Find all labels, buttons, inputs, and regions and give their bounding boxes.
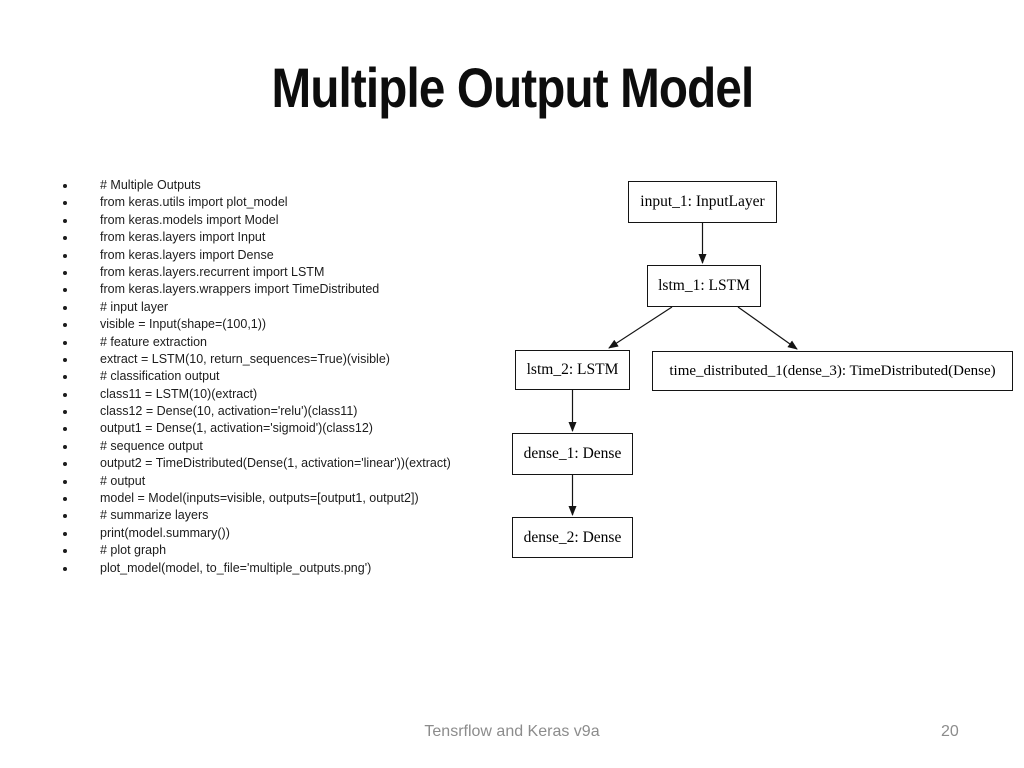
- bullet-icon: [63, 201, 67, 206]
- bullet-icon: [63, 288, 67, 293]
- diagram-node-lstm1: lstm_1: LSTM: [647, 265, 761, 307]
- bullet-icon: [63, 323, 67, 328]
- code-line: from keras.layers import Dense: [63, 247, 451, 264]
- code-line: from keras.models import Model: [63, 212, 451, 229]
- bullet-icon: [63, 184, 67, 188]
- code-line: visible = Input(shape=(100,1)): [63, 316, 451, 333]
- code-line: extract = LSTM(10, return_sequences=True…: [63, 351, 451, 368]
- bullet-icon: [63, 462, 67, 467]
- bullet-icon: [63, 357, 67, 362]
- code-line: # input layer: [63, 299, 451, 316]
- diagram-node-lstm2: lstm_2: LSTM: [515, 350, 630, 390]
- page-title-text: Multiple Output Model: [271, 55, 754, 119]
- diagram-node-dense2: dense_2: Dense: [512, 517, 633, 558]
- bullet-icon: [63, 218, 67, 223]
- code-line: class12 = Dense(10, activation='relu')(c…: [63, 403, 451, 420]
- code-line: print(model.summary()): [63, 525, 451, 542]
- code-line: plot_model(model, to_file='multiple_outp…: [63, 560, 451, 577]
- bullet-icon: [63, 497, 67, 502]
- bullet-icon: [63, 549, 67, 554]
- code-line: from keras.utils import plot_model: [63, 194, 451, 211]
- bullet-icon: [63, 410, 67, 415]
- bullet-icon: [63, 305, 67, 310]
- edge-lstm1-timedistributed: [737, 306, 798, 350]
- code-line: from keras.layers.wrappers import TimeDi…: [63, 281, 451, 298]
- bullet-icon: [63, 375, 67, 380]
- page-number: 20: [941, 723, 959, 740]
- bullet-icon: [63, 427, 67, 432]
- code-line: # feature extraction: [63, 334, 451, 351]
- code-line: from keras.layers.recurrent import LSTM: [63, 264, 451, 281]
- bullet-icon: [63, 270, 67, 275]
- bullet-icon: [63, 340, 67, 345]
- diagram-node-input-layer: input_1: InputLayer: [628, 181, 777, 223]
- code-line: output2 = TimeDistributed(Dense(1, activ…: [63, 455, 451, 472]
- page-title: Multiple Output Model: [0, 55, 1024, 119]
- bullet-icon: [63, 253, 67, 258]
- diagram-node-time-distributed: time_distributed_1(dense_3): TimeDistrib…: [652, 351, 1013, 391]
- edge-lstm1-lstm2: [608, 306, 673, 349]
- code-line: # output: [63, 473, 451, 490]
- code-line: # Multiple Outputs: [63, 177, 451, 194]
- bullet-icon: [63, 392, 67, 397]
- code-line: # plot graph: [63, 542, 451, 559]
- code-bullet-list: # Multiple Outputs from keras.utils impo…: [63, 177, 451, 577]
- code-line: # classification output: [63, 368, 451, 385]
- bullet-icon: [63, 479, 67, 484]
- code-line: # sequence output: [63, 438, 451, 455]
- diagram-node-dense1: dense_1: Dense: [512, 433, 633, 475]
- bullet-icon: [63, 514, 67, 519]
- bullet-icon: [63, 566, 67, 571]
- code-line: # summarize layers: [63, 507, 451, 524]
- code-line: model = Model(inputs=visible, outputs=[o…: [63, 490, 451, 507]
- code-line: output1 = Dense(1, activation='sigmoid')…: [63, 420, 451, 437]
- bullet-icon: [63, 236, 67, 241]
- footer-title: Tensrflow and Keras v9a: [424, 723, 600, 740]
- bullet-icon: [63, 531, 67, 536]
- code-line: from keras.layers import Input: [63, 229, 451, 246]
- code-line: class11 = LSTM(10)(extract): [63, 386, 451, 403]
- bullet-icon: [63, 444, 67, 449]
